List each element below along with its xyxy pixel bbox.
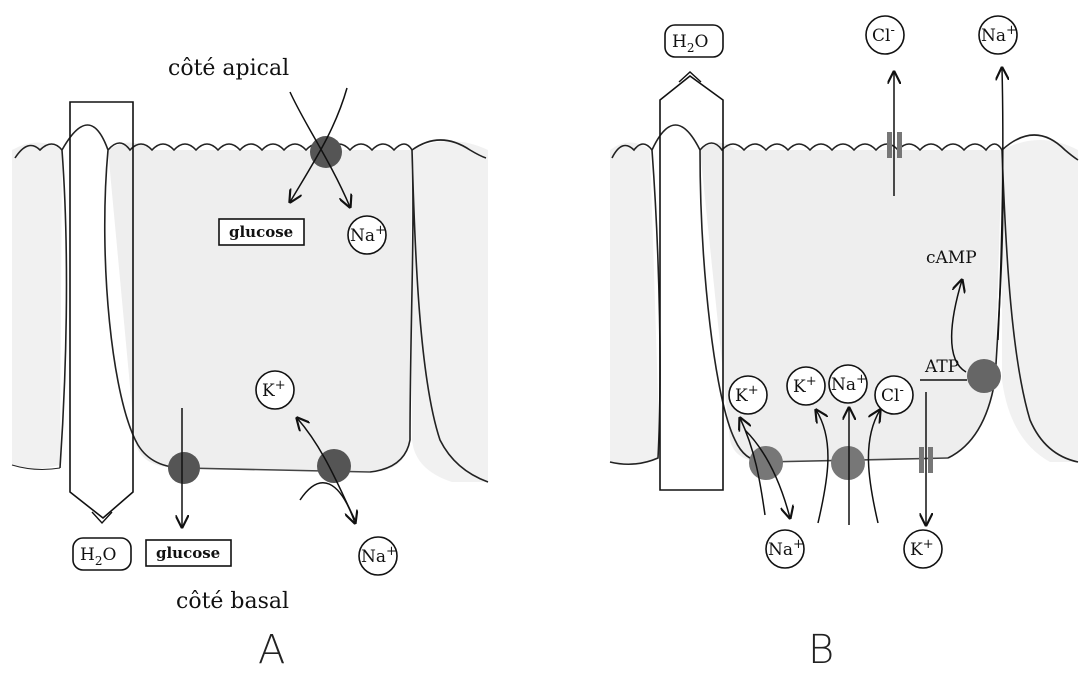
main-cell-a xyxy=(108,142,412,472)
left-cell-border-a xyxy=(59,124,186,469)
glucose-label-basal: glucose xyxy=(156,544,220,562)
left-neighbor-cell-a xyxy=(12,142,62,469)
glucose-transporter-basal xyxy=(168,452,200,484)
water-arrowhead-b xyxy=(678,71,702,83)
adenylate-cyclase xyxy=(967,359,1001,393)
nkcc-cotransporter xyxy=(831,446,865,480)
na-paracellular-arrow xyxy=(998,68,1003,341)
svg-text:Cl-: Cl- xyxy=(872,23,895,46)
na-ion-apical: Na+ xyxy=(347,215,387,255)
svg-text:K+: K+ xyxy=(910,537,934,560)
cl-ion-b-mid: Cl- xyxy=(874,375,914,415)
panel-a: côté apical côté basal glucose glucose N… xyxy=(11,56,489,673)
k-ion-b-bottom: K+ xyxy=(903,529,943,569)
cotransporter-arrow-glucose xyxy=(290,87,348,202)
cl-ion-top: Cl- xyxy=(865,15,905,55)
svg-text:Na+: Na+ xyxy=(361,544,397,567)
apical-membrane-b xyxy=(611,134,1079,161)
camp-label: cAMP xyxy=(926,248,977,268)
apical-membrane-a xyxy=(14,139,487,159)
glucose-box-basal xyxy=(145,539,232,567)
svg-text:H2O: H2O xyxy=(80,545,116,568)
basal-edge-a xyxy=(11,464,61,470)
basal-side-label: côté basal xyxy=(176,589,289,614)
nkcc-arrow-cl xyxy=(867,410,880,524)
main-cell-b xyxy=(700,142,1002,462)
na-k-pump-b xyxy=(749,446,783,480)
right-neighbor-cell-b xyxy=(1002,140,1078,462)
panel-b-letter: B xyxy=(808,627,834,673)
svg-text:Na+: Na+ xyxy=(350,223,386,246)
panel-a-letter: A xyxy=(258,627,285,673)
svg-text:K+: K+ xyxy=(735,383,759,406)
k-ion-a: K+ xyxy=(255,370,295,410)
panel-b: cAMP ATP H2O Cl- Na+ K+ xyxy=(609,15,1079,673)
pump-b-arrow-na-out xyxy=(744,429,790,518)
k-channel-basal-2 xyxy=(928,447,933,473)
right-neighbor-cell-a xyxy=(412,141,488,482)
na-ion-b-bottom: Na+ xyxy=(765,529,805,569)
water-channel-b xyxy=(659,74,724,491)
glucose-box-apical xyxy=(218,218,305,246)
k-ion-b2: K+ xyxy=(786,366,826,406)
svg-text:Na+: Na+ xyxy=(768,537,804,560)
cl-channel-apical xyxy=(887,132,892,158)
svg-text:H2O: H2O xyxy=(672,32,708,55)
glucose-label-apical: glucose xyxy=(229,223,293,241)
h2o-label-b: H2O xyxy=(664,24,724,58)
na-ion-b-mid: Na+ xyxy=(828,364,868,404)
left-neighbor-cell-b xyxy=(610,142,660,465)
svg-text:Na+: Na+ xyxy=(981,23,1017,46)
svg-text:K+: K+ xyxy=(262,378,286,401)
water-arrowhead-a xyxy=(91,511,113,525)
atp-label: ATP xyxy=(924,357,959,377)
cl-channel-apical-2 xyxy=(897,132,902,158)
k-channel-basal xyxy=(919,447,924,473)
right-cell-border-a xyxy=(369,149,489,483)
h2o-label-a: H2O xyxy=(72,537,132,571)
svg-text:K+: K+ xyxy=(793,374,817,397)
na-ion-basal: Na+ xyxy=(358,536,398,576)
apical-side-label: côté apical xyxy=(168,56,289,81)
svg-text:Cl-: Cl- xyxy=(881,383,904,406)
svg-text:Na+: Na+ xyxy=(831,372,867,395)
na-k-pump-a xyxy=(317,449,351,483)
camp-arrow xyxy=(950,280,967,373)
pump-b-arrow-k-in xyxy=(740,418,766,516)
na-ion-top: Na+ xyxy=(978,15,1018,55)
nkcc-arrow-k xyxy=(816,410,829,524)
k-ion-b1: K+ xyxy=(728,375,768,415)
water-channel-a xyxy=(69,101,134,520)
pump-arrow-na-out xyxy=(299,482,355,523)
cotransporter-arrow-na xyxy=(289,91,350,207)
